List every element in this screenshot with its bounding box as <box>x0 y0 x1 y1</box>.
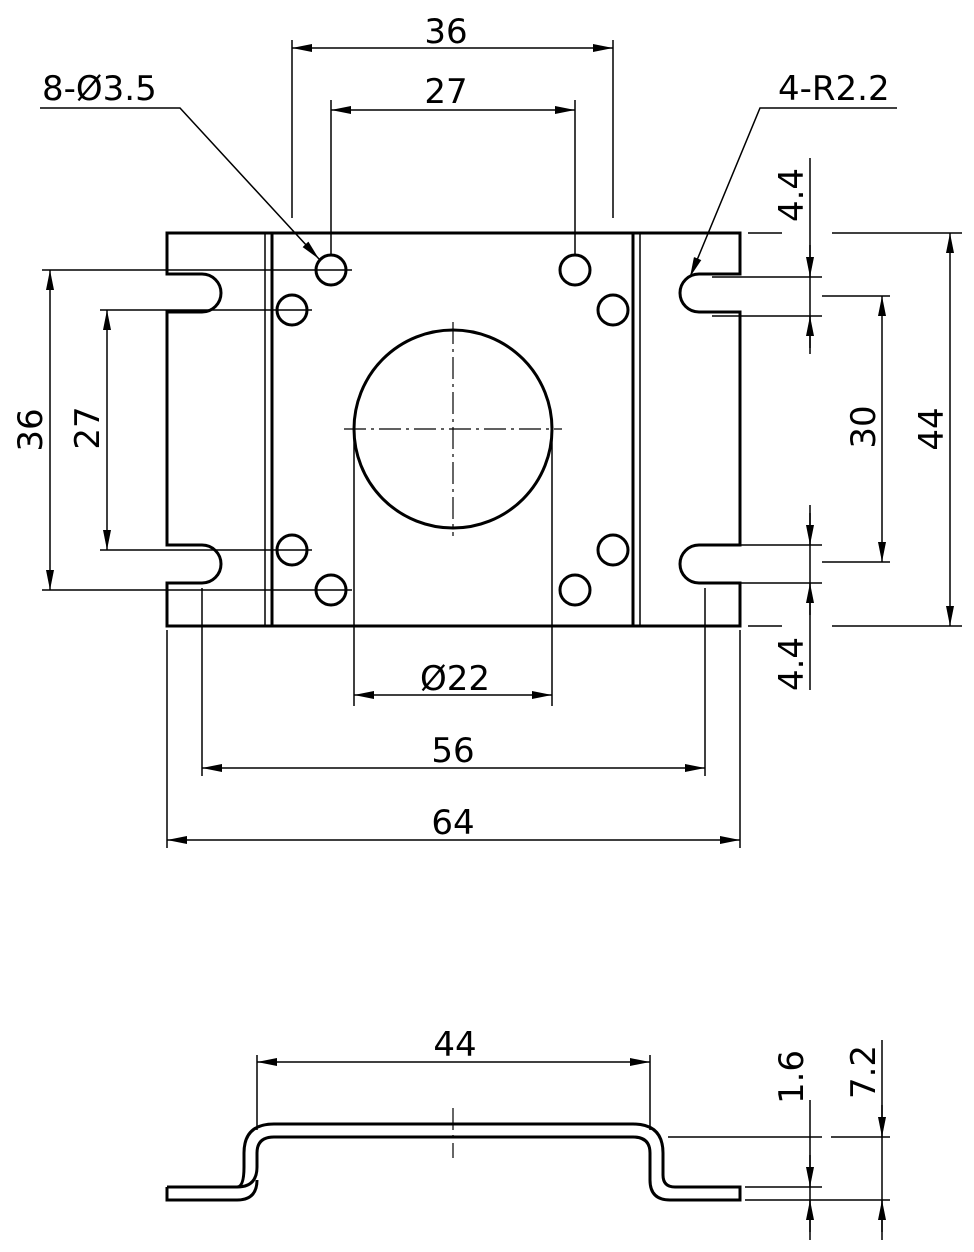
side-dim-7-2-label: 7.2 <box>844 1045 884 1099</box>
mount-hole <box>596 533 630 567</box>
bracket-profile-bottom <box>165 1179 259 1202</box>
side-dim-1-6-label: 1.6 <box>772 1050 812 1104</box>
extension-lines <box>42 40 962 848</box>
dim-4-4-top-label: 4.4 <box>772 168 812 222</box>
dim-56-label: 56 <box>431 731 474 771</box>
dim-30-label: 30 <box>844 405 884 448</box>
leaders <box>40 107 897 278</box>
mount-hole <box>558 573 592 607</box>
dim-27-left-label: 27 <box>68 406 108 449</box>
holes-callout: 8-Ø3.5 <box>42 69 157 109</box>
mount-hole <box>596 293 630 327</box>
dim-d22-label: Ø22 <box>420 659 490 699</box>
dim-36-left-label: 36 <box>11 408 51 451</box>
dim-27-top-label: 27 <box>424 72 467 112</box>
side-view: 44 1.6 7.2 <box>165 1025 890 1240</box>
dim-4-4-bottom-label: 4.4 <box>772 637 812 691</box>
top-view: 8-Ø3.5 4-R2.2 36 27 36 27 44 30 4.4 4.4 … <box>11 12 962 848</box>
side-extension-lines <box>256 1055 890 1201</box>
plate-outline <box>165 231 742 628</box>
side-dim-44-label: 44 <box>433 1025 476 1065</box>
bracket-profile <box>167 1122 742 1202</box>
dim-44-right-label: 44 <box>912 407 952 450</box>
dimension-lines <box>46 44 954 844</box>
dim-64-label: 64 <box>431 803 474 843</box>
mount-hole <box>558 253 592 287</box>
slots-callout: 4-R2.2 <box>778 69 890 109</box>
dim-36-top-label: 36 <box>424 12 467 52</box>
side-dimension-lines <box>257 1040 886 1240</box>
